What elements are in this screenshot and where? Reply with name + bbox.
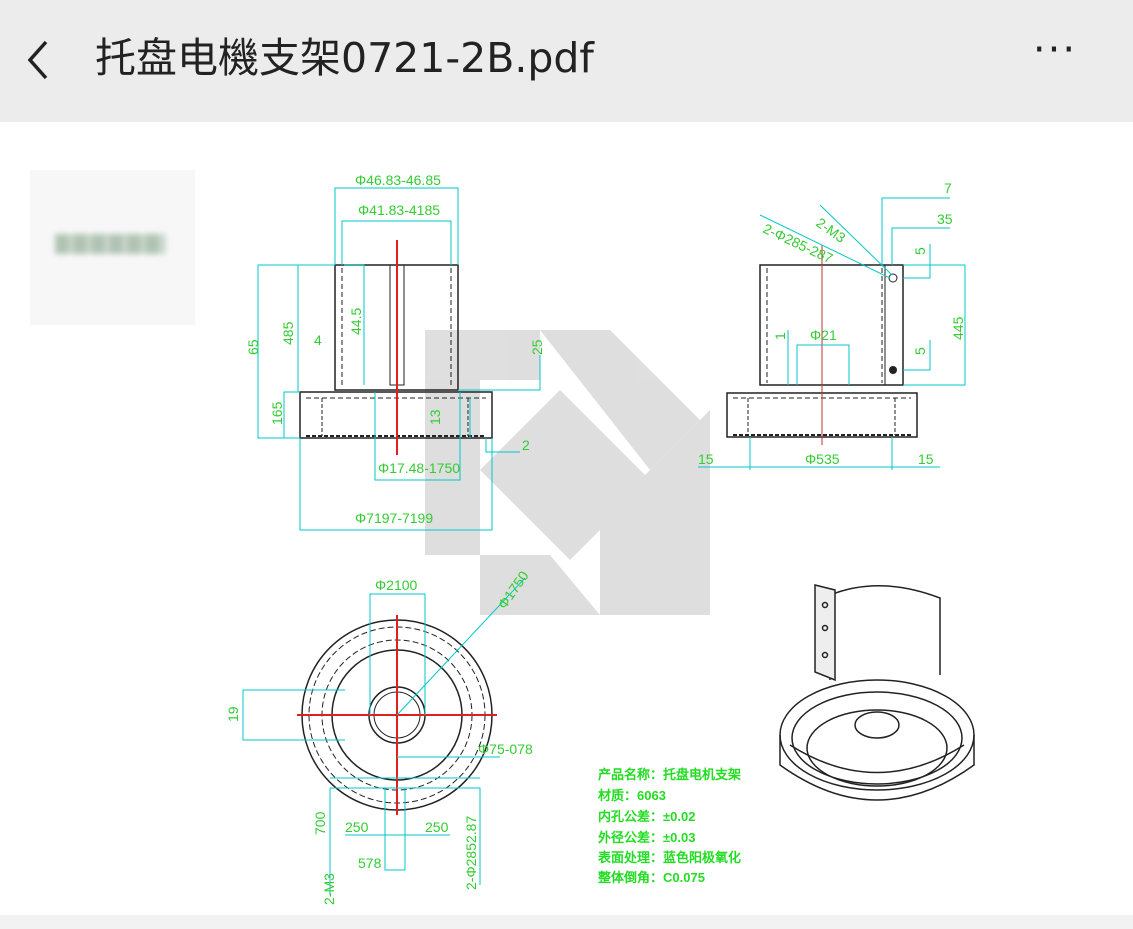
dim-label: 13	[427, 409, 443, 425]
dim-label: 35	[937, 211, 953, 227]
more-options-button[interactable]: ···	[1032, 27, 1078, 73]
cad-drawing: Φ46.83-46.85 Φ41.83-4185 65 485 44.5 4 1…	[225, 172, 975, 905]
note-line: 表面处理：蓝色阳极氧化	[597, 850, 741, 865]
dim-label: Φ2100	[375, 577, 418, 593]
isometric-view	[779, 584, 975, 801]
dim-label: 250	[345, 819, 369, 835]
dim-label: 2	[522, 437, 530, 453]
dim-label: Φ46.83-46.85	[355, 172, 441, 188]
dim-label: Φ75-078	[478, 741, 533, 757]
dim-label: 700	[312, 811, 328, 835]
dim-label: 25	[529, 339, 545, 355]
side-view: 2-M3 2-Φ285-287 7 35 5 5 445 1 Φ21 15 Φ5…	[698, 180, 966, 470]
dim-label: Φ535	[805, 451, 840, 467]
watermark-logo	[425, 330, 710, 615]
dim-label: 445	[950, 316, 966, 340]
chevron-left-icon	[27, 40, 48, 80]
dim-label: 44.5	[348, 308, 364, 335]
note-line: 整体倒角：C0.075	[597, 870, 705, 885]
dim-label: 4	[314, 332, 322, 348]
dim-label: 19	[225, 706, 241, 722]
blurred-label	[55, 234, 165, 254]
note-line: 材质：6063	[598, 788, 666, 803]
dim-label: 485	[280, 321, 296, 345]
note-line: 产品名称：托盘电机支架	[598, 767, 741, 782]
dim-label: Φ7197-7199	[355, 510, 433, 526]
dim-label: 7	[944, 180, 952, 196]
front-view: Φ46.83-46.85 Φ41.83-4185 65 485 44.5 4 1…	[245, 172, 545, 531]
dim-label: 5	[912, 247, 928, 255]
dim-label: Φ17.48-1750	[378, 460, 460, 476]
dim-label: 165	[269, 401, 285, 425]
note-line: 内孔公差：±0.02	[598, 809, 695, 824]
dim-label: 15	[698, 451, 714, 467]
dim-label: 2-Φ2852.87	[463, 816, 479, 890]
dim-label: 250	[425, 819, 449, 835]
dim-label: 65	[245, 339, 261, 355]
back-button[interactable]	[18, 30, 58, 90]
page-bottom-edge	[0, 915, 1133, 929]
top-view: Φ2100 Φ1750 19 Φ75-078 700 250 250 578 2…	[225, 568, 533, 905]
document-title: 托盘电機支架0721-2B.pdf	[95, 34, 594, 82]
dim-label: 2-M3	[321, 873, 337, 905]
page-thumbnail[interactable]	[30, 170, 195, 325]
dim-label: Φ21	[810, 327, 837, 343]
notes-block: 产品名称：托盘电机支架 材质：6063 内孔公差：±0.02 外径公差：±0.0…	[597, 767, 741, 885]
dim-label: 2-M3	[813, 214, 848, 246]
dim-label: 1	[772, 332, 788, 340]
note-line: 外径公差：±0.03	[597, 830, 695, 845]
dim-label: Φ41.83-4185	[358, 202, 440, 218]
dim-label: 5	[912, 347, 928, 355]
dim-label: 15	[918, 451, 934, 467]
dim-label: 578	[358, 855, 382, 871]
top-bar: 托盘电機支架0721-2B.pdf ···	[0, 0, 1133, 122]
